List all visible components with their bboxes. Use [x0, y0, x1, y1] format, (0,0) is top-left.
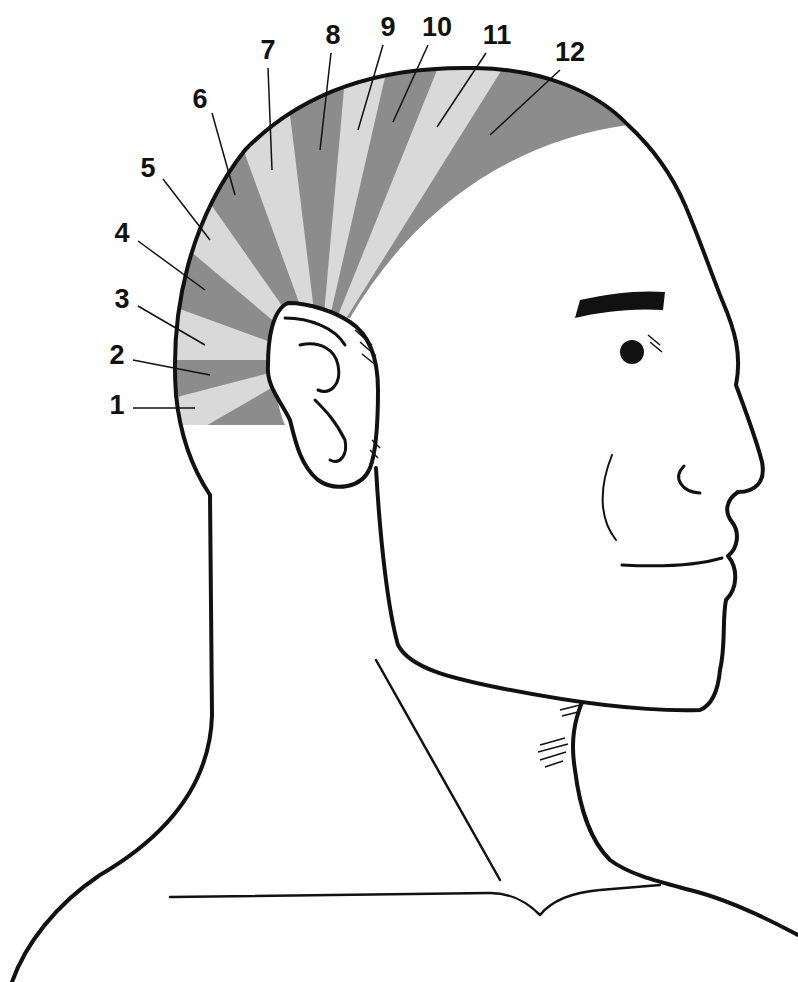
outline [12, 68, 798, 982]
leader-line [358, 45, 383, 130]
leader-line [393, 45, 428, 122]
leader-lines [133, 45, 560, 408]
callout-number: 8 [325, 22, 340, 49]
callout-number: 3 [114, 286, 129, 313]
shading [538, 335, 662, 767]
callout-number: 7 [260, 37, 275, 64]
ear-outline [268, 303, 378, 487]
eye [620, 340, 644, 364]
callout-number: 4 [114, 220, 129, 247]
callout-number: 1 [109, 392, 124, 419]
leader-line [133, 407, 195, 409]
callout-number: 11 [483, 22, 512, 49]
face-outline [376, 468, 738, 710]
back-neck [12, 715, 212, 982]
ear-hatching [355, 330, 380, 458]
leader-line [138, 306, 205, 345]
callout-number: 10 [422, 14, 452, 41]
callout-number: 5 [140, 155, 155, 182]
neck-muscle [376, 660, 500, 880]
callout-number: 2 [109, 342, 124, 369]
callout-number: 12 [555, 39, 585, 66]
ear-detail [285, 318, 346, 461]
callout-number: 9 [380, 14, 395, 41]
hatching [560, 705, 580, 716]
mouth [622, 558, 722, 566]
ear [268, 303, 380, 487]
hatching [648, 335, 662, 352]
leader-line [163, 179, 210, 240]
callout-number: 6 [192, 86, 207, 113]
leader-line [268, 68, 272, 170]
leader-line [133, 360, 210, 375]
head-outline [175, 68, 763, 715]
cheek-fold [603, 455, 616, 540]
front-neck [573, 702, 798, 935]
leader-line [437, 53, 486, 127]
light-section [320, 0, 543, 360]
leader-line [212, 113, 235, 195]
leader-line [138, 241, 205, 290]
eyebrow [575, 291, 665, 318]
nostril [679, 466, 700, 493]
collarbone [170, 885, 660, 915]
leader-line [490, 70, 560, 135]
leader-line [320, 53, 331, 150]
hatching [538, 738, 568, 767]
